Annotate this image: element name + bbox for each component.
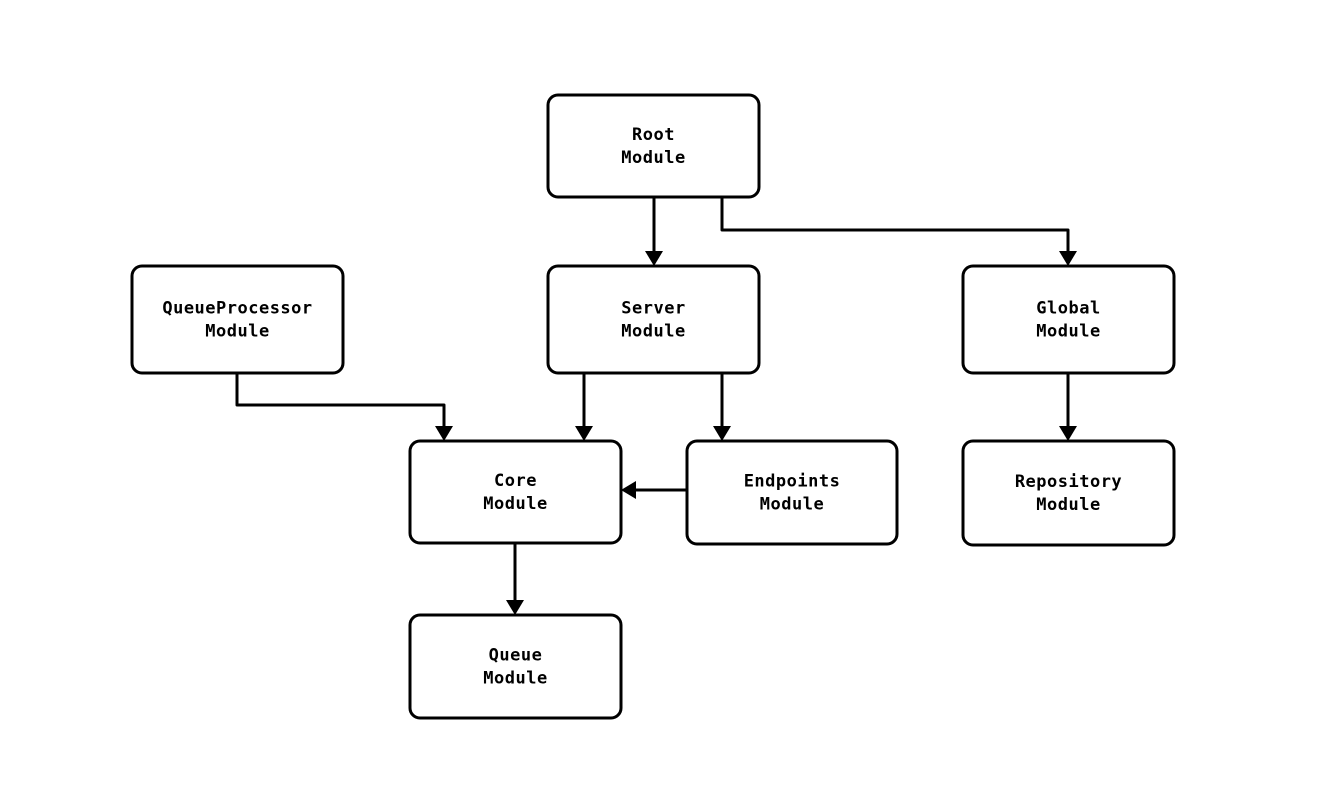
node-label-line1: Repository [1015, 472, 1122, 492]
edge-root-to-global [720, 197, 1077, 266]
node-label-line2: Module [483, 669, 547, 689]
node-label-line1: Endpoints [744, 472, 841, 492]
arrowhead-icon [1059, 426, 1077, 441]
edge-core-to-queue [506, 543, 524, 615]
node-box[interactable] [685, 439, 899, 546]
edge-root-to-server [645, 197, 663, 266]
node-label-line2: Module [483, 494, 547, 514]
node-box[interactable] [961, 439, 1176, 547]
node-label-line1: Global [1036, 299, 1100, 319]
arrowhead-icon [506, 600, 524, 615]
node-box[interactable] [408, 439, 623, 545]
node-label-line2: Module [1036, 322, 1100, 342]
node-box[interactable] [546, 93, 761, 199]
edge-server-to-endpoints [713, 373, 731, 441]
nodes-layer: RootModuleQueueProcessorModuleServerModu… [130, 93, 1176, 720]
edge-server-to-core [575, 373, 593, 441]
edge-global-to-repository [1059, 373, 1077, 441]
node-label-line1: Queue [489, 646, 543, 666]
edge-endpoints-to-core [621, 481, 687, 499]
arrowhead-icon [435, 426, 453, 441]
arrowhead-icon [645, 251, 663, 266]
node-label-line1: Core [494, 471, 537, 491]
arrowhead-icon [713, 426, 731, 441]
node-label-line1: QueueProcessor [162, 299, 312, 319]
node-label-line2: Module [1036, 495, 1100, 515]
node-label-line1: Root [632, 125, 675, 145]
node-label-line2: Module [205, 322, 269, 342]
node-box[interactable] [130, 264, 345, 375]
edge-queueprocessor-to-core [235, 373, 453, 441]
edge-line [720, 197, 1070, 252]
arrowhead-icon [1059, 251, 1077, 266]
node-label-line2: Module [760, 495, 824, 515]
node-label-line1: Server [621, 299, 685, 319]
node-box[interactable] [961, 264, 1176, 375]
node-box[interactable] [546, 264, 761, 375]
edges-layer [235, 197, 1077, 615]
arrowhead-icon [575, 426, 593, 441]
edge-line [235, 373, 446, 427]
arrowhead-icon [621, 481, 636, 499]
node-label-line2: Module [621, 148, 685, 168]
node-label-line2: Module [621, 322, 685, 342]
node-box[interactable] [408, 613, 623, 720]
